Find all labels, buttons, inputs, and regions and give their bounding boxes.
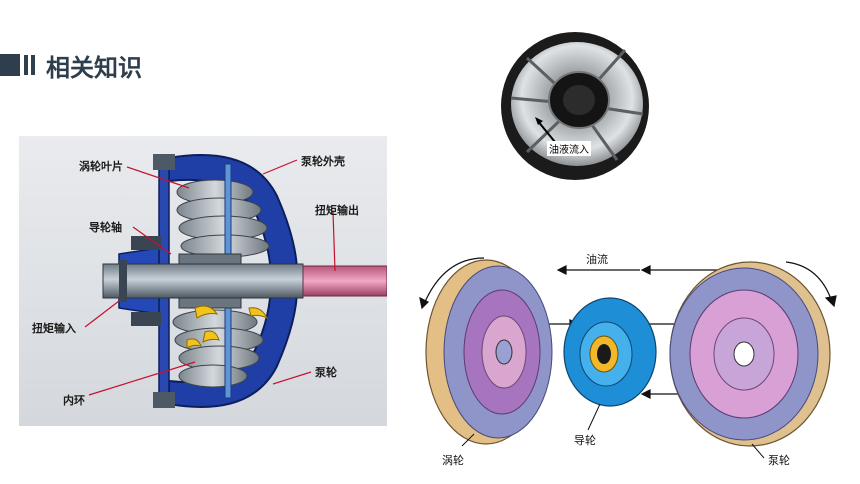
exploded-illustration — [419, 257, 837, 459]
exploded-diagram: 油流 涡轮 导轮 泵轮 — [414, 244, 844, 476]
label-oil-inflow: 油液流入 — [547, 141, 591, 156]
label-torque-output: 扭矩输出 — [315, 204, 359, 217]
label-turbine: 涡轮 — [442, 454, 464, 467]
label-turbine-blades: 涡轮叶片 — [79, 160, 123, 173]
section-title: 相关知识 — [46, 54, 142, 82]
label-torque-input: 扭矩输入 — [32, 322, 76, 335]
label-pump: 泵轮 — [315, 366, 337, 379]
cutaway-illustration — [19, 136, 387, 426]
header-bar-icon — [24, 55, 28, 75]
header-block-icon — [0, 54, 20, 76]
label-stator: 导轮 — [574, 434, 596, 447]
label-pump-wheel: 泵轮 — [768, 454, 790, 467]
label-oil-flow: 油流 — [586, 253, 608, 266]
label-pump-housing: 泵轮外壳 — [301, 155, 345, 168]
label-inner-ring: 内环 — [63, 394, 85, 407]
label-stator-shaft: 导轮轴 — [89, 221, 122, 234]
header-bar-icon — [31, 55, 35, 75]
impeller-photo — [497, 28, 651, 184]
cutaway-diagram: 涡轮叶片 泵轮外壳 扭矩输出 导轮轴 扭矩输入 泵轮 内环 — [19, 136, 387, 426]
